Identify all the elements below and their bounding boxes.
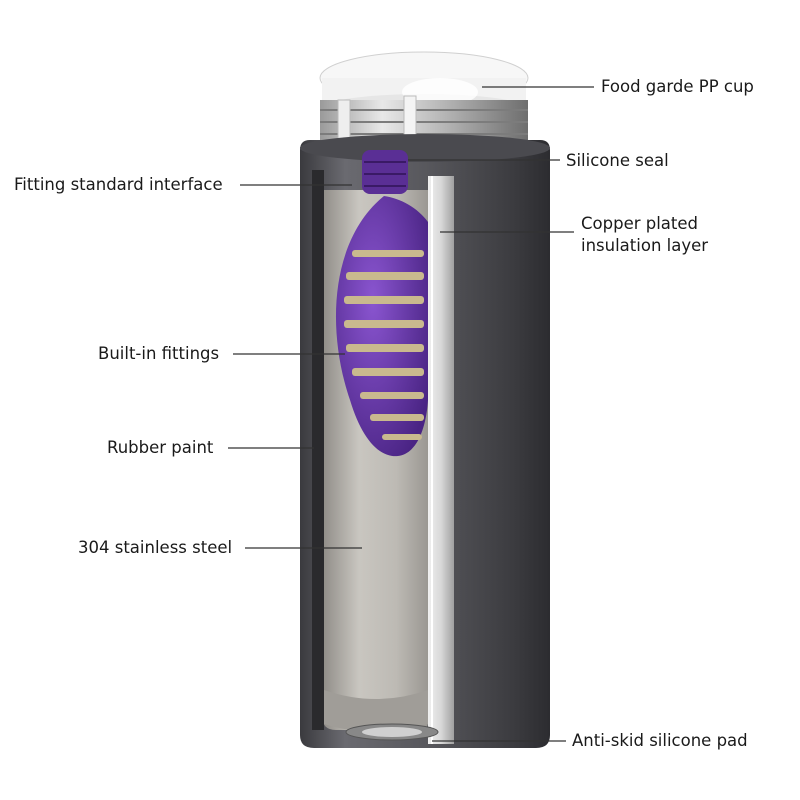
label-anti-skid-pad: Anti-skid silicone pad — [572, 731, 748, 750]
label-fitting-interface: Fitting standard interface — [14, 175, 223, 194]
built-in-infuser — [335, 150, 428, 457]
label-pp-cup: Food garde PP cup — [601, 77, 754, 96]
label-copper-line2: insulation layer — [581, 236, 709, 255]
label-silicone-seal: Silicone seal — [566, 151, 669, 170]
label-stainless-steel: 304 stainless steel — [78, 538, 233, 557]
leader-lines — [228, 86, 594, 742]
label-copper-line1: Copper plated — [581, 214, 699, 233]
label-rubber-paint: Rubber paint — [107, 438, 214, 457]
label-built-in-fittings: Built-in fittings — [98, 344, 220, 363]
